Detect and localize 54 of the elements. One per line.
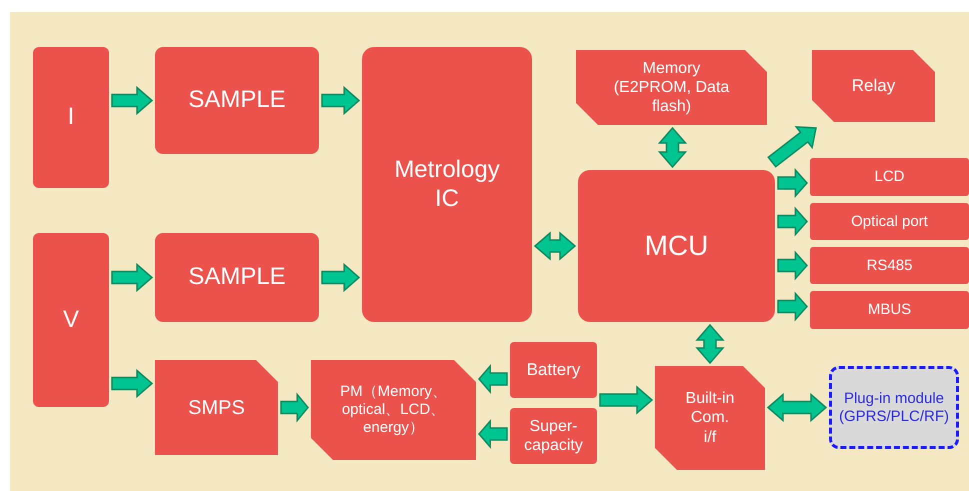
block-arrow bbox=[658, 126, 688, 168]
block bbox=[578, 170, 775, 322]
block-label: Battery bbox=[526, 360, 582, 380]
block-arrow bbox=[777, 250, 808, 280]
block bbox=[510, 408, 597, 464]
block-arrow bbox=[777, 292, 808, 322]
block-label: RS485 bbox=[866, 256, 914, 274]
block-label: V bbox=[62, 306, 80, 334]
block bbox=[810, 291, 969, 329]
block bbox=[810, 158, 969, 196]
block-arrow bbox=[599, 385, 654, 415]
block-arrow bbox=[777, 206, 808, 236]
block bbox=[33, 233, 109, 407]
block-label: SAMPLE bbox=[187, 263, 287, 292]
block bbox=[510, 342, 597, 398]
chamfered-block bbox=[311, 360, 476, 460]
block-label: Built-in Com. i/f bbox=[684, 389, 736, 447]
dashed-module-box bbox=[829, 366, 959, 449]
block-arrow bbox=[321, 86, 360, 116]
block-label: MCU bbox=[644, 229, 710, 263]
block-arrow bbox=[111, 86, 154, 116]
chamfered-block bbox=[576, 50, 767, 125]
block-label: Optical port bbox=[850, 212, 929, 230]
block-arrow bbox=[767, 126, 817, 168]
block-label: SMPS bbox=[187, 396, 246, 420]
block-arrow bbox=[280, 392, 309, 423]
block bbox=[810, 203, 969, 240]
block bbox=[362, 47, 532, 322]
block-label: SAMPLE bbox=[187, 86, 287, 115]
chamfered-block bbox=[655, 366, 765, 470]
block bbox=[155, 233, 319, 322]
chamfered-block bbox=[155, 360, 278, 455]
block-arrow bbox=[766, 392, 828, 422]
block-arrow bbox=[111, 262, 154, 292]
block bbox=[155, 47, 319, 154]
block-arrow bbox=[777, 168, 808, 198]
block-label: MBUS bbox=[866, 301, 912, 319]
block-label: Super-capacity bbox=[523, 416, 584, 456]
block-arrow bbox=[478, 418, 508, 450]
block-arrow bbox=[321, 262, 360, 292]
chamfered-block bbox=[812, 50, 935, 122]
block-arrow bbox=[695, 324, 725, 364]
block bbox=[810, 247, 969, 284]
block-label: Memory (E2PROM, Data flash) bbox=[612, 58, 730, 116]
block-arrow bbox=[478, 364, 508, 394]
block-arrow bbox=[111, 368, 154, 398]
block-label: Metrology IC bbox=[393, 156, 501, 214]
block-label: I bbox=[66, 103, 76, 132]
block-label: Plug-in module (GPRS/PLC/RF) bbox=[838, 390, 950, 426]
block-label: Relay bbox=[850, 76, 896, 96]
block-label: LCD bbox=[873, 168, 906, 186]
block bbox=[33, 47, 109, 188]
block-label: PM（Memory、optical、LCD、energy） bbox=[339, 383, 448, 437]
block-arrow bbox=[534, 231, 576, 261]
